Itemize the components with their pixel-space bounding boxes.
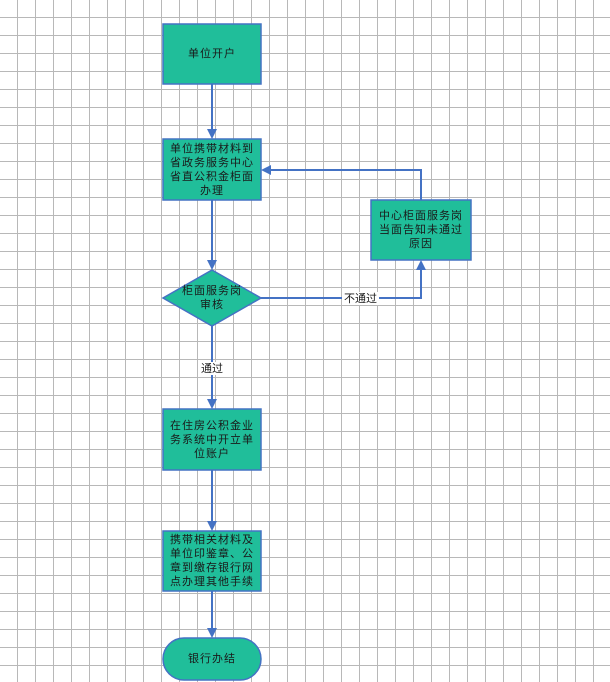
- label-notify-reason: 中心柜面服务岗当面告知未通过原因: [379, 209, 463, 250]
- label-review: 柜面服务岗审核: [182, 284, 242, 311]
- label-bank-done: 银行办结: [188, 652, 236, 665]
- node-notify-reason: [370, 199, 472, 261]
- label-bring-materials: 单位携带材料到省政务服务中心省直公积金柜面办理: [170, 141, 254, 197]
- edge-label-pass: 通过: [199, 362, 225, 375]
- node-open-account: [162, 23, 262, 85]
- label-other-procedures: 携带相关材料及单位印鉴章、公章到缴存银行网点办理其他手续: [170, 533, 254, 588]
- node-bring-materials: [162, 138, 262, 201]
- edge-review-fail: [261, 260, 426, 299]
- edge-label-fail: 不通过: [342, 292, 379, 305]
- edge-notify-to-materials: [261, 165, 422, 200]
- node-bank-done: [162, 637, 262, 681]
- node-open-in-system: [162, 408, 262, 471]
- label-open-account: 单位开户: [188, 47, 236, 60]
- node-other-procedures: [162, 530, 262, 592]
- label-open-in-system: 在住房公积金业务系统中开立单位账户: [170, 418, 254, 460]
